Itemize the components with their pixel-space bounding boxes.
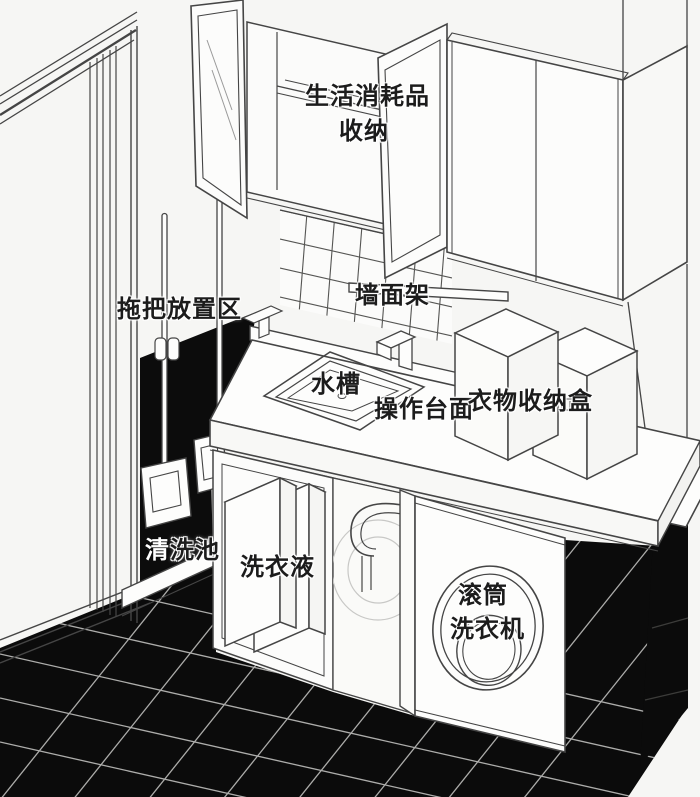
drain-p-trap-pipe (350, 502, 403, 592)
washer-door-drum (432, 565, 544, 691)
label-washer-line1: 滚筒 (458, 582, 508, 609)
sink-basin (262, 351, 426, 431)
sink-drain (337, 393, 347, 399)
detergent-boxes (223, 476, 327, 654)
label-washer-line2: 洗衣机 (450, 616, 525, 643)
label-cleaning-pool-rest: 洗池 (170, 537, 220, 564)
drum-washing-machine (399, 488, 566, 754)
mop-holder-clip (154, 337, 167, 361)
right-cabinet-open-door (377, 22, 448, 280)
detergent-box-front (223, 476, 298, 648)
mop-holder-clip (167, 337, 180, 361)
label-cleaning-pool: 清洗池 (145, 537, 220, 564)
storage-box-left (453, 308, 560, 462)
label-consumables-storage-line1: 生活消耗品 (305, 83, 430, 110)
mop-pool-tap (241, 305, 284, 339)
clothes-storage-boxes (453, 308, 639, 481)
box-handle-icon (561, 398, 579, 411)
label-detergent: 洗衣液 (240, 554, 315, 581)
label-sink: 水槽 (311, 371, 361, 398)
wall-rack-rail (348, 282, 509, 302)
label-wall-rack: 墙面架 (355, 282, 430, 309)
label-consumables-storage-line2: 收纳 (339, 118, 389, 145)
balcony-door-frame (0, 11, 151, 664)
sink-faucet (375, 330, 417, 371)
upper-cabinet-open-door (190, 0, 248, 220)
label-cleaning-pool-first-char: 清 (145, 537, 170, 564)
right-wall-cabinet (446, 32, 688, 307)
label-mop-area: 拖把放置区 (117, 296, 242, 323)
label-countertop: 操作台面 (374, 396, 474, 423)
mop-head-left (140, 457, 192, 529)
label-clothes-storage-box: 衣物收纳盒 (468, 388, 593, 415)
